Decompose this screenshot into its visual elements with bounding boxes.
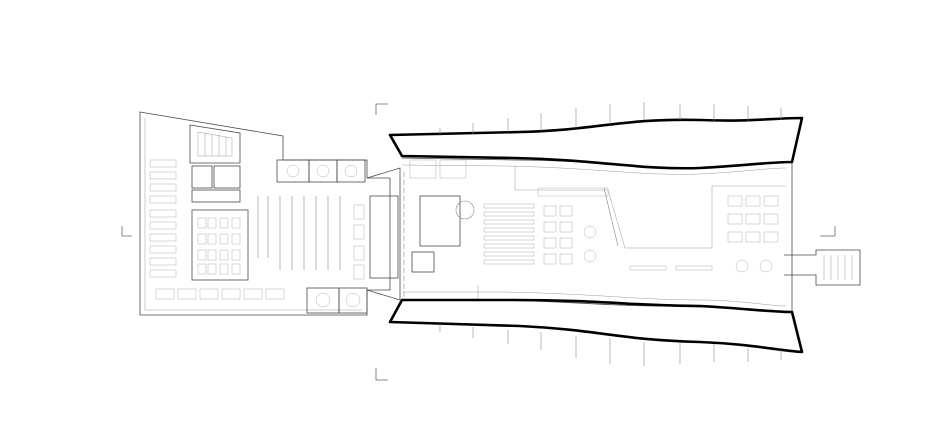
left-wing — [139, 111, 391, 316]
section-marker-b-bottom — [375, 368, 388, 381]
stair-core-left — [189, 124, 241, 164]
main-hall — [401, 157, 861, 313]
left-wing-furniture — [149, 159, 365, 308]
section-marker-a-right — [820, 226, 836, 237]
structural-fins — [439, 102, 782, 366]
atrium-void — [419, 195, 461, 247]
section-marker-a-left — [121, 226, 132, 237]
main-hall-furniture — [409, 159, 779, 273]
heavy-curved-walls — [388, 116, 804, 354]
connector-corridor — [366, 167, 405, 301]
reading-room-left — [191, 209, 249, 281]
section-marker-b-top — [375, 103, 388, 115]
